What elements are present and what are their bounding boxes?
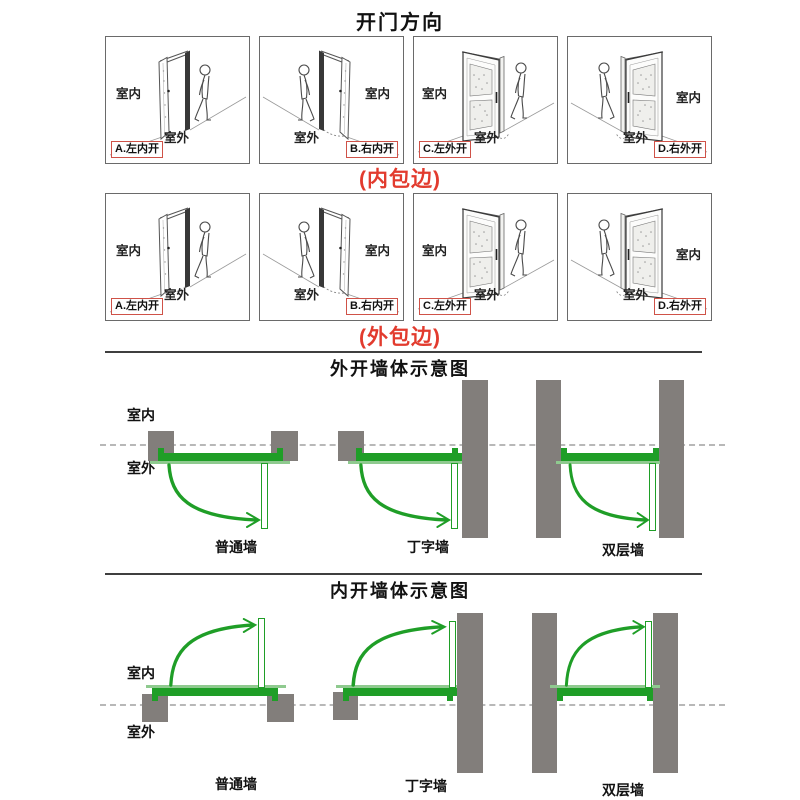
door-frame-sill xyxy=(150,461,290,464)
indoor-label: 室内 xyxy=(422,87,448,101)
outdoor-side-label: 室外 xyxy=(127,460,155,476)
door-frame-sill xyxy=(336,685,457,688)
wall-type-label: 丁字墙 xyxy=(405,778,447,794)
door-frame-sill xyxy=(348,461,462,464)
wall-block xyxy=(267,694,294,722)
indoor-label: 室内 xyxy=(116,87,142,101)
caption-outer-trim: (外包边) xyxy=(359,326,441,349)
door-frame-bar xyxy=(356,453,462,461)
door-panel-a-row1: 室内 室外 A.左内开 xyxy=(105,36,250,164)
outdoor-label: 室外 xyxy=(623,288,649,302)
open-door-slot xyxy=(261,463,268,529)
frame-tab xyxy=(152,696,158,701)
open-door-slot xyxy=(258,618,265,688)
wall-type-label: 普通墙 xyxy=(215,776,257,792)
swing-arc xyxy=(568,463,650,528)
door-frame-sill xyxy=(556,461,660,464)
door-frame-bar xyxy=(557,688,653,696)
outdoor-label: 室外 xyxy=(474,131,500,145)
caption-inner-trim: (内包边) xyxy=(359,168,441,191)
outdoor-label: 室外 xyxy=(474,288,500,302)
door-frame-bar xyxy=(561,453,659,461)
door-panel-d-row2: 室内 室外 D.右外开 xyxy=(567,193,712,321)
frame-tab xyxy=(356,448,362,453)
frame-tab xyxy=(561,448,567,453)
page-title: 开门方向 xyxy=(356,12,444,34)
wall-block-tall xyxy=(457,613,483,773)
section-divider xyxy=(105,351,702,353)
open-door-slot xyxy=(645,621,652,688)
open-door-slot xyxy=(449,621,456,688)
swing-arc xyxy=(167,463,261,528)
indoor-label: 室内 xyxy=(675,91,701,105)
door-panel-b-row1: 室内 室外 B.右内开 xyxy=(259,36,404,164)
panel-tag: A.左内开 xyxy=(111,298,163,315)
panel-tag: B.右内开 xyxy=(346,141,398,158)
frame-tab xyxy=(343,696,349,701)
section-divider xyxy=(105,573,702,575)
panel-tag: B.右内开 xyxy=(346,298,398,315)
indoor-label: 室内 xyxy=(364,87,390,101)
frame-tab xyxy=(653,448,659,453)
swing-arc xyxy=(351,620,447,687)
centerline-inward xyxy=(100,704,725,706)
frame-tab xyxy=(158,448,164,453)
indoor-label: 室内 xyxy=(675,248,701,262)
outdoor-label: 室外 xyxy=(164,288,190,302)
door-frame-bar xyxy=(343,688,457,696)
frame-tab xyxy=(647,696,653,701)
frame-tab xyxy=(452,448,458,453)
outdoor-label: 室外 xyxy=(294,288,320,302)
open-door-slot xyxy=(451,463,458,529)
wall-block-tall xyxy=(659,380,684,538)
door-frame-bar xyxy=(152,688,278,696)
door-panel-b-row2: 室内 室外 B.右内开 xyxy=(259,193,404,321)
wall-block-tall xyxy=(536,380,561,538)
door-panel-d-row1: 室内 室外 D.右外开 xyxy=(567,36,712,164)
panel-tag: A.左内开 xyxy=(111,141,163,158)
panel-tag: C.左外开 xyxy=(419,141,471,158)
outdoor-label: 室外 xyxy=(164,131,190,145)
indoor-side-label: 室内 xyxy=(127,665,155,681)
section-title-inward: 内开墙体示意图 xyxy=(330,581,470,601)
frame-tab xyxy=(272,696,278,701)
door-panel-c-row1: 室内 室外 C.左外开 xyxy=(413,36,558,164)
door-panel-c-row2: 室内 室外 C.左外开 xyxy=(413,193,558,321)
door-panel-a-row2: 室内 室外 A.左内开 xyxy=(105,193,250,321)
outdoor-side-label: 室外 xyxy=(127,724,155,740)
section-title-outward: 外开墙体示意图 xyxy=(330,359,470,379)
swing-arc xyxy=(169,618,258,687)
wall-type-label: 普通墙 xyxy=(215,539,257,555)
panel-tag: D.右外开 xyxy=(654,298,706,315)
frame-tab xyxy=(447,696,453,701)
frame-tab xyxy=(277,448,283,453)
door-frame-bar xyxy=(158,453,283,461)
panel-tag: D.右外开 xyxy=(654,141,706,158)
open-door-slot xyxy=(649,463,656,531)
indoor-side-label: 室内 xyxy=(127,407,155,423)
indoor-label: 室内 xyxy=(364,244,390,258)
indoor-label: 室内 xyxy=(116,244,142,258)
wall-block-tall xyxy=(653,613,678,773)
wall-type-label: 双层墙 xyxy=(602,782,644,798)
swing-arc xyxy=(359,463,452,528)
frame-tab xyxy=(557,696,563,701)
wall-type-label: 丁字墙 xyxy=(407,539,449,555)
centerline-outward xyxy=(100,444,725,446)
wall-block-tall xyxy=(462,380,488,538)
door-frame-sill xyxy=(146,685,286,688)
wall-block-tall xyxy=(532,613,557,773)
indoor-label: 室内 xyxy=(422,244,448,258)
wall-type-label: 双层墙 xyxy=(602,542,644,558)
outdoor-label: 室外 xyxy=(294,131,320,145)
swing-arc xyxy=(564,620,646,687)
panel-tag: C.左外开 xyxy=(419,298,471,315)
door-frame-sill xyxy=(550,685,660,688)
outdoor-label: 室外 xyxy=(623,131,649,145)
